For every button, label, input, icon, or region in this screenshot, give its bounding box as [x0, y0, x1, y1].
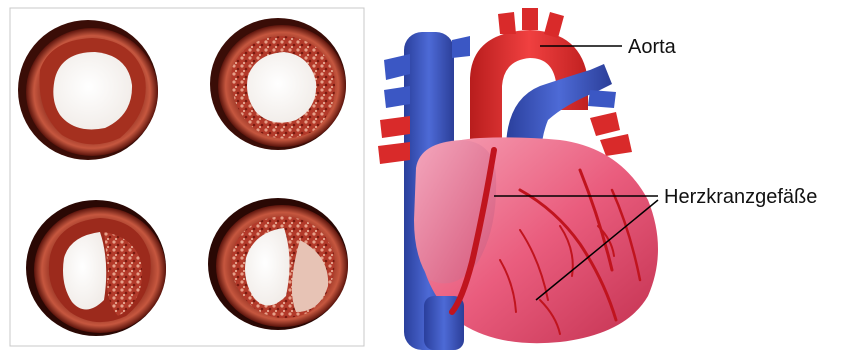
artery-cross-section-severe-plaque: [208, 198, 348, 330]
aorta-label: Aorta: [628, 36, 677, 58]
coronary-label: Herzkranzgefäße: [664, 186, 817, 208]
artery-cross-section-advanced-plaque: [26, 200, 166, 336]
artery-cross-section-healthy: [18, 20, 158, 160]
heart-illustration: [378, 8, 658, 350]
artery-cross-section-early-plaque: [210, 18, 346, 150]
